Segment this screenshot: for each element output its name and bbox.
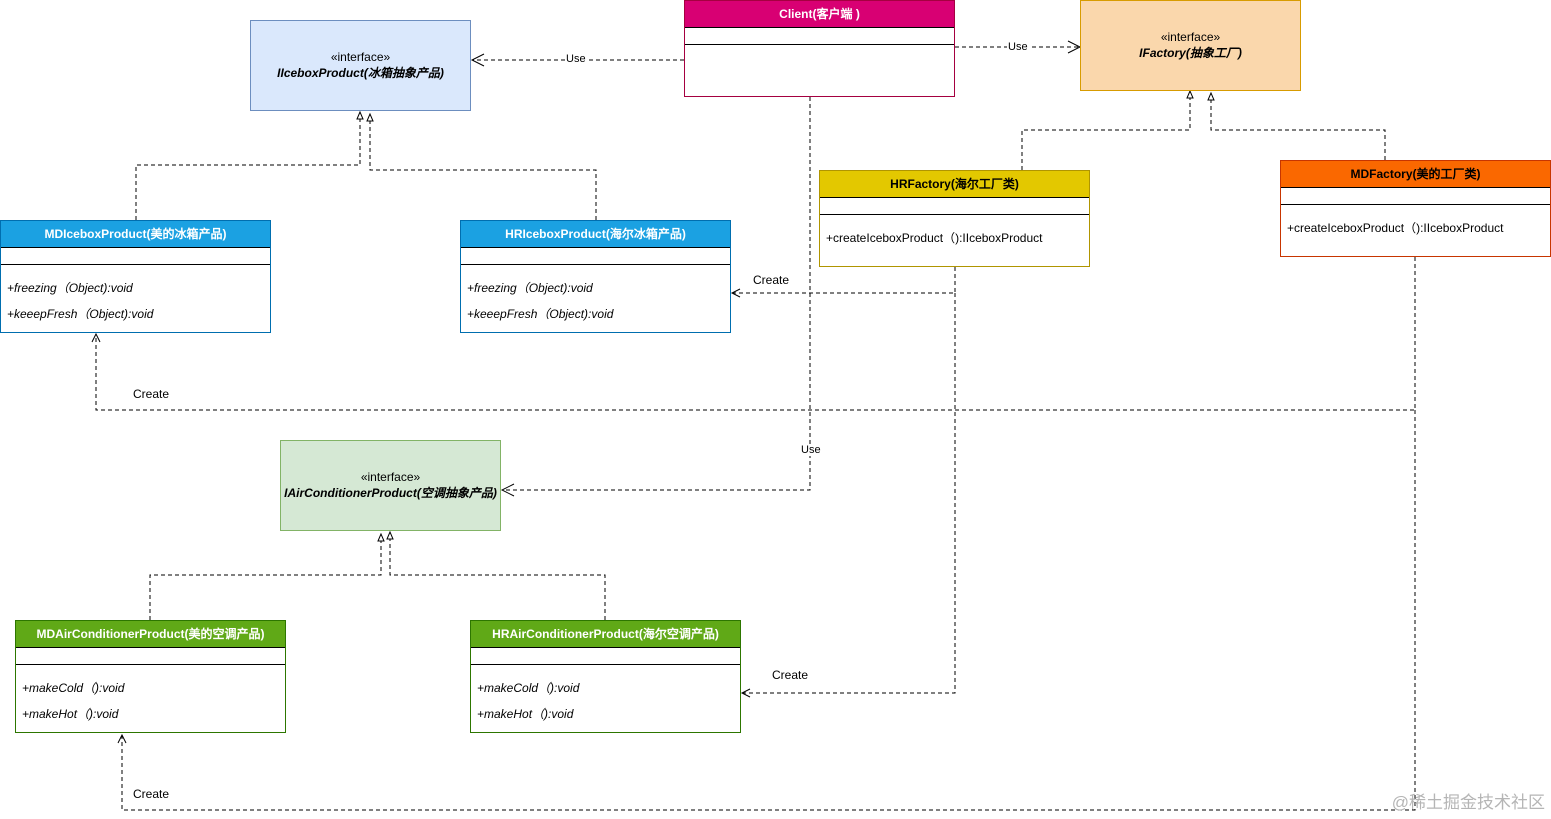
operation-freezing: +freezing（Object):void <box>7 281 133 295</box>
class-mdfactory[interactable]: MDFactory(美的工厂类) +createIceboxProduct（):… <box>1280 160 1551 257</box>
class-operations: +freezing（Object):void +keeepFresh（Objec… <box>1 265 270 327</box>
edge-hricebox-realize-iicebox <box>369 121 597 220</box>
edge-arrowhead <box>1067 40 1082 54</box>
class-attributes <box>1281 187 1550 205</box>
class-hrfactory[interactable]: HRFactory(海尔工厂类) +createIceboxProduct（):… <box>819 170 1090 267</box>
class-operations: +createIceboxProduct（):IIceboxProduct <box>1281 205 1550 241</box>
edge-arrowhead <box>500 483 515 497</box>
edge-arrowhead <box>470 53 485 67</box>
edge-triangle-head <box>386 530 394 540</box>
class-attributes <box>16 647 285 665</box>
operation-make-cold: +makeCold（):void <box>477 681 580 695</box>
class-title: MDAirConditionerProduct(美的空调产品) <box>16 621 285 647</box>
class-attributes <box>820 197 1089 215</box>
class-title: HRIceboxProduct(海尔冰箱产品) <box>461 221 730 247</box>
class-operations: +createIceboxProduct（):IIceboxProduct <box>820 215 1089 251</box>
edge-label-use-icebox: Use <box>565 53 587 65</box>
interface-name: IAirConditionerProduct(空调抽象产品) <box>284 486 497 500</box>
class-attributes <box>1 247 270 265</box>
operation-make-cold: +makeCold（):void <box>22 681 125 695</box>
class-title: MDIceboxProduct(美的冰箱产品) <box>1 221 270 247</box>
edge-label-use-factory: Use <box>1007 41 1029 53</box>
class-attributes <box>471 647 740 665</box>
operation-create-icebox-product: +createIceboxProduct（):IIceboxProduct <box>826 231 1043 245</box>
edge-mdaircon-realize-iaircon <box>149 541 382 620</box>
class-title: Client(客户端 ) <box>685 1 954 27</box>
class-operations: +makeCold（):void +makeHot（):void <box>16 665 285 727</box>
stereotype-label: «interface» <box>360 470 421 484</box>
class-title: HRAirConditionerProduct(海尔空调产品) <box>471 621 740 647</box>
operation-make-hot: +makeHot（):void <box>477 707 574 721</box>
operation-keep-fresh: +keeepFresh（Object):void <box>467 307 614 321</box>
interface-iicebox-product[interactable]: «interface» IIceboxProduct(冰箱抽象产品) <box>250 20 471 111</box>
edge-arrowhead <box>91 332 101 343</box>
stereotype-label: «interface» <box>1160 30 1221 44</box>
edge-label-create-hraircon: Create <box>771 668 810 682</box>
edge-label-use-aircon: Use <box>800 444 822 456</box>
edge-arrowhead <box>730 288 741 298</box>
interface-name: IIceboxProduct(冰箱抽象产品) <box>277 66 444 80</box>
operation-create-icebox-product: +createIceboxProduct（):IIceboxProduct <box>1287 221 1504 235</box>
class-hrairconditioner-product[interactable]: HRAirConditionerProduct(海尔空调产品) +makeCol… <box>470 620 741 733</box>
interface-ifactory[interactable]: «interface» IFactory(抽象工厂) <box>1080 0 1301 91</box>
interface-iairconditioner-product[interactable]: «interface» IAirConditionerProduct(空调抽象产… <box>280 440 501 531</box>
operation-freezing: +freezing（Object):void <box>467 281 593 295</box>
edge-triangle-head <box>1186 89 1194 99</box>
class-hricebox-product[interactable]: HRIceboxProduct(海尔冰箱产品) +freezing（Object… <box>460 220 731 333</box>
edge-triangle-head <box>356 110 364 120</box>
edge-triangle-head <box>1207 91 1215 101</box>
edge-arrowhead <box>117 733 127 744</box>
class-attributes <box>461 247 730 265</box>
edge-mdicebox-realize-iicebox <box>135 119 361 220</box>
operation-keep-fresh: +keeepFresh（Object):void <box>7 307 154 321</box>
class-operations: +makeCold（):void +makeHot（):void <box>471 665 740 727</box>
edge-hrfactory-create-hraircon <box>742 293 956 694</box>
stereotype-label: «interface» <box>330 50 391 64</box>
class-title: MDFactory(美的工厂类) <box>1281 161 1550 187</box>
edge-arrowhead <box>740 688 751 698</box>
operation-make-hot: +makeHot（):void <box>22 707 119 721</box>
edge-hrfactory-realize-ifactory <box>1021 98 1191 170</box>
class-attributes <box>685 27 954 45</box>
edge-label-create-hricebox: Create <box>752 273 791 287</box>
class-mdicebox-product[interactable]: MDIceboxProduct(美的冰箱产品) +freezing（Object… <box>0 220 271 333</box>
edge-label-create-mdaircon: Create <box>132 787 171 801</box>
class-title: HRFactory(海尔工厂类) <box>820 171 1089 197</box>
class-operations: +freezing（Object):void +keeepFresh（Objec… <box>461 265 730 327</box>
edge-mdfactory-realize-ifactory <box>1210 100 1386 160</box>
class-client[interactable]: Client(客户端 ) <box>684 0 955 97</box>
watermark: @稀土掘金技术社区 <box>1391 793 1545 812</box>
interface-name: IFactory(抽象工厂) <box>1139 46 1242 60</box>
class-operations <box>685 45 954 55</box>
edge-triangle-head <box>366 112 374 122</box>
class-mdairconditioner-product[interactable]: MDAirConditionerProduct(美的空调产品) +makeCol… <box>15 620 286 733</box>
edge-label-create-mdicebox: Create <box>132 387 171 401</box>
edge-hraircon-realize-iaircon <box>389 539 606 620</box>
edge-triangle-head <box>377 532 385 542</box>
